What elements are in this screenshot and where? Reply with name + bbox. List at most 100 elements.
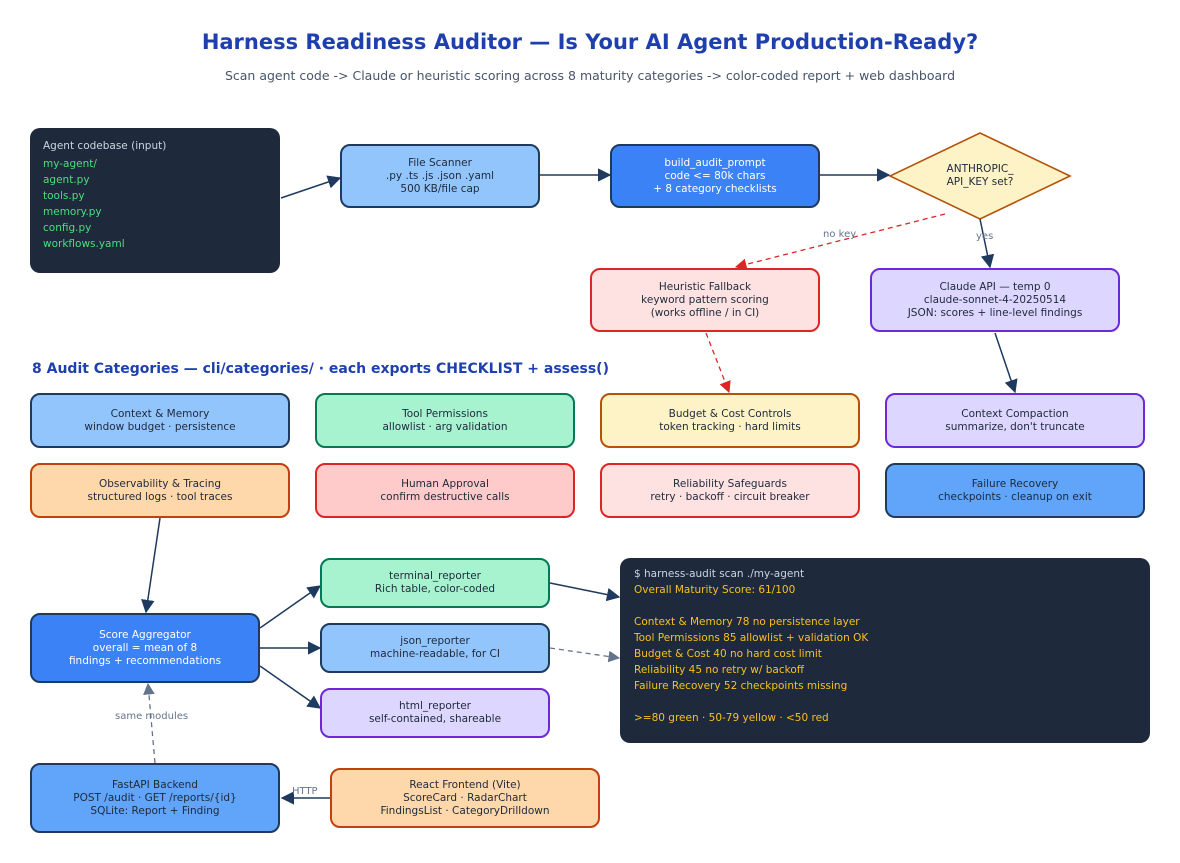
edge-label-http: HTTP bbox=[292, 786, 318, 797]
file-item: agent.py bbox=[43, 174, 90, 186]
terminal-score: Overall Maturity Score: 61/100 bbox=[634, 584, 796, 596]
category-reliability: Reliability Safeguards retry · backoff ·… bbox=[600, 463, 860, 518]
react-frontend-node: React Frontend (Vite) ScoreCard · RadarC… bbox=[330, 768, 600, 828]
edge-decision-claude bbox=[979, 218, 995, 269]
node-label: ANTHROPIC_ bbox=[946, 163, 1014, 175]
node-detail: overall = mean of 8 bbox=[92, 641, 198, 654]
node-detail: claude-sonnet-4-20250514 bbox=[923, 293, 1067, 306]
node-label: Claude API — temp 0 bbox=[939, 280, 1051, 293]
category-failure-recovery: Failure Recovery checkpoints · cleanup o… bbox=[885, 463, 1145, 518]
edge-observability-aggregator bbox=[141, 517, 161, 614]
node-label: build_audit_prompt bbox=[664, 156, 766, 169]
codebase-input-panel: Agent codebase (input) my-agent/ agent.p… bbox=[30, 128, 280, 273]
edge-label-same-modules: same modules bbox=[115, 711, 189, 722]
terminal-line: Context & Memory 78 no persistence layer bbox=[634, 616, 860, 628]
node-detail: SQLite: Report + Finding bbox=[90, 804, 220, 817]
terminal-reporter-node: terminal_reporter Rich table, color-code… bbox=[320, 558, 550, 608]
node-label: html_reporter bbox=[398, 700, 471, 712]
terminal-line: Budget & Cost 40 no hard cost limit bbox=[634, 648, 822, 660]
node-detail: (works offline / in CI) bbox=[650, 306, 760, 319]
terminal-line: Failure Recovery 52 checkpoints missing bbox=[634, 680, 848, 692]
category-observability: Observability & Tracing structured logs … bbox=[30, 463, 290, 518]
node-detail: .py .ts .js .json .yaml bbox=[385, 169, 495, 182]
terminal-line: Tool Permissions 85 allowlist + validati… bbox=[634, 632, 869, 644]
edge-label-yes: yes bbox=[976, 231, 994, 242]
node-label: File Scanner bbox=[408, 156, 472, 169]
category-label: Observability & Tracing bbox=[98, 477, 222, 490]
category-label: Tool Permissions bbox=[402, 407, 488, 420]
html-reporter-node: html_reporter self-contained, shareable bbox=[320, 688, 550, 738]
category-detail: confirm destructive calls bbox=[380, 490, 510, 503]
claude-api-node: Claude API — temp 0 claude-sonnet-4-2025… bbox=[870, 268, 1120, 332]
terminal-command: $ harness-audit scan ./my-agent bbox=[634, 568, 805, 580]
category-tool-permissions: Tool Permissions allowlist · arg validat… bbox=[315, 393, 575, 448]
category-detail: summarize, don't truncate bbox=[945, 420, 1085, 433]
terminal-spacer bbox=[634, 694, 1136, 710]
category-label: Reliability Safeguards bbox=[673, 477, 787, 490]
terminal-spacer bbox=[634, 598, 1136, 614]
category-label: Failure Recovery bbox=[971, 477, 1059, 490]
edge-terminal-reporter-terminal bbox=[549, 582, 621, 602]
file-item: workflows.yaml bbox=[43, 238, 125, 250]
edge-label-no-key: no key bbox=[823, 229, 857, 240]
edge-aggregator-terminal-reporter bbox=[259, 585, 322, 629]
edge-claude-compaction bbox=[994, 332, 1018, 394]
node-label: FastAPI Backend bbox=[112, 778, 198, 791]
node-detail: code <= 80k chars bbox=[664, 169, 766, 182]
category-label: Context Compaction bbox=[961, 407, 1069, 420]
category-label: Human Approval bbox=[401, 477, 489, 490]
category-detail: retry · backoff · circuit breaker bbox=[650, 490, 810, 503]
file-scanner-node: File Scanner .py .ts .js .json .yaml 500… bbox=[340, 144, 540, 208]
build-audit-prompt-node: build_audit_prompt code <= 80k chars + 8… bbox=[610, 144, 820, 208]
category-label: Context & Memory bbox=[110, 407, 210, 420]
node-label: React Frontend (Vite) bbox=[409, 778, 521, 791]
node-detail: JSON: scores + line-level findings bbox=[907, 306, 1083, 319]
node-detail: keyword pattern scoring bbox=[641, 293, 769, 306]
terminal-line: Reliability 45 no retry w/ backoff bbox=[634, 664, 804, 676]
heuristic-fallback-node: Heuristic Fallback keyword pattern scori… bbox=[590, 268, 820, 332]
category-detail: structured logs · tool traces bbox=[87, 490, 233, 503]
category-detail: checkpoints · cleanup on exit bbox=[938, 490, 1092, 503]
file-item: config.py bbox=[43, 222, 92, 234]
node-label: API_KEY set? bbox=[946, 176, 1014, 188]
node-detail: findings + recommendations bbox=[68, 654, 222, 667]
category-detail: window budget · persistence bbox=[84, 420, 236, 433]
node-detail: FindingsList · CategoryDrilldown bbox=[380, 804, 550, 817]
edge-backend-aggregator bbox=[143, 682, 156, 764]
score-aggregator-node: Score Aggregator overall = mean of 8 fin… bbox=[30, 613, 260, 683]
node-detail: POST /audit · GET /reports/{id} bbox=[73, 791, 237, 804]
node-label: terminal_reporter bbox=[389, 570, 481, 582]
edge-aggregator-html-reporter bbox=[259, 665, 322, 709]
node-detail: Rich table, color-coded bbox=[374, 583, 496, 595]
node-label: Heuristic Fallback bbox=[658, 280, 752, 293]
diagram-subtitle: Scan agent code -> Claude or heuristic s… bbox=[224, 68, 956, 83]
diagram-title: Harness Readiness Auditor — Is Your AI A… bbox=[201, 30, 979, 54]
node-label: json_reporter bbox=[400, 635, 470, 647]
category-context-compaction: Context Compaction summarize, don't trun… bbox=[885, 393, 1145, 448]
edge-codebase-scanner bbox=[280, 175, 342, 199]
node-detail: + 8 category checklists bbox=[653, 182, 777, 195]
category-detail: token tracking · hard limits bbox=[659, 420, 801, 433]
codebase-heading: Agent codebase (input) bbox=[43, 140, 167, 152]
terminal-output-panel: $ harness-audit scan ./my-agent Overall … bbox=[620, 558, 1150, 743]
file-item: tools.py bbox=[43, 190, 85, 202]
node-detail: 500 KB/file cap bbox=[400, 182, 480, 195]
node-detail: ScoreCard · RadarChart bbox=[403, 791, 527, 804]
categories-section-title: 8 Audit Categories — cli/categories/ · e… bbox=[32, 361, 609, 377]
category-label: Budget & Cost Controls bbox=[668, 407, 792, 420]
file-item: memory.py bbox=[43, 206, 102, 218]
terminal-legend: >=80 green · 50-79 yellow · <50 red bbox=[634, 712, 829, 724]
edge-json-reporter-terminal bbox=[549, 647, 621, 663]
category-detail: allowlist · arg validation bbox=[382, 420, 508, 433]
category-context-memory: Context & Memory window budget · persist… bbox=[30, 393, 290, 448]
fastapi-backend-node: FastAPI Backend POST /audit · GET /repor… bbox=[30, 763, 280, 833]
node-detail: machine-readable, for CI bbox=[370, 648, 500, 660]
edge-decision-heuristic bbox=[734, 213, 946, 271]
decision-node-text: ANTHROPIC_ API_KEY set? bbox=[890, 133, 1070, 219]
json-reporter-node: json_reporter machine-readable, for CI bbox=[320, 623, 550, 673]
category-budget-cost: Budget & Cost Controls token tracking · … bbox=[600, 393, 860, 448]
node-label: Score Aggregator bbox=[99, 628, 191, 641]
node-detail: self-contained, shareable bbox=[368, 713, 502, 725]
category-human-approval: Human Approval confirm destructive calls bbox=[315, 463, 575, 518]
